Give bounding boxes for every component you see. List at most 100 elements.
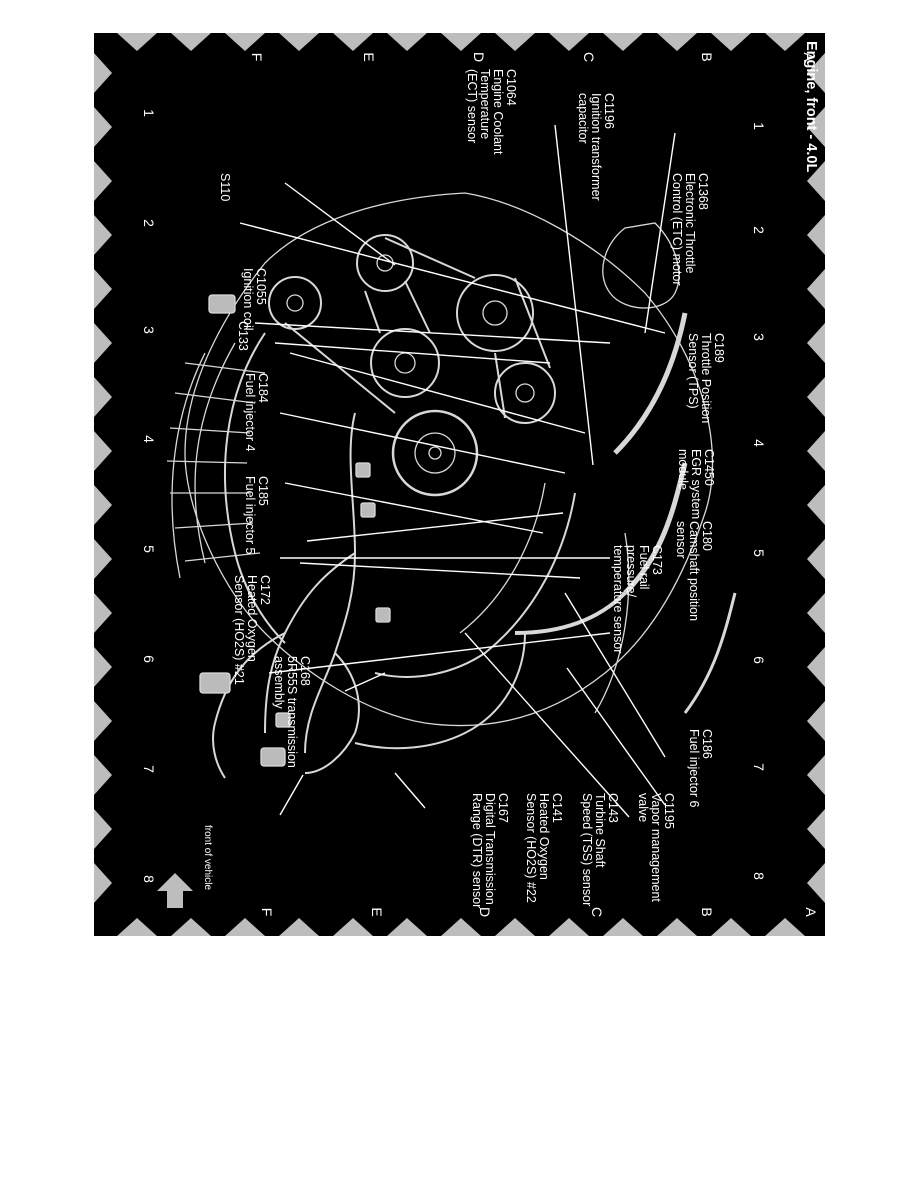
grid-row-e-right: E — [369, 907, 385, 917]
border-chevron-icon — [94, 647, 112, 687]
border-chevron-icon — [711, 33, 751, 51]
grid-column-7-top: 7 — [751, 763, 767, 771]
engine-body — [166, 192, 737, 779]
border-chevron-icon — [387, 33, 427, 51]
border-chevron-icon — [711, 918, 751, 936]
grid-row-e-left: E — [361, 52, 377, 62]
border-chevron-icon — [94, 863, 112, 903]
border-chevron-icon — [94, 161, 112, 201]
grid-row-b-left: B — [699, 52, 715, 62]
border-chevron-icon — [807, 107, 825, 147]
grid-row-f-left: F — [249, 52, 265, 62]
border-chevron-icon — [765, 33, 805, 51]
grid-row-a-right: A — [803, 907, 819, 917]
grid-column-7-bottom: 7 — [141, 765, 157, 773]
border-chevron-icon — [807, 809, 825, 849]
border-chevron-icon — [94, 593, 112, 633]
border-chevron-icon — [807, 269, 825, 309]
border-chevron-icon — [117, 918, 157, 936]
border-chevron-icon — [807, 215, 825, 255]
grid-column-6-bottom: 6 — [141, 655, 157, 663]
grid-row-d-left: D — [471, 51, 487, 63]
grid-row-b-right: B — [699, 907, 715, 917]
grid-column-3-top: 3 — [751, 333, 767, 341]
border-chevron-icon — [807, 755, 825, 795]
border-chevron-icon — [94, 53, 112, 93]
diagram-frame: Engine, front - 4.0L 1 2 3 4 5 6 7 8 1 2… — [94, 33, 825, 936]
grid-column-3-bottom: 3 — [141, 326, 157, 334]
grid-column-8-bottom: 8 — [141, 875, 157, 883]
border-chevron-icon — [94, 107, 112, 147]
engine-illustration — [94, 33, 825, 936]
grid-row-f-right: F — [259, 907, 275, 917]
front-of-vehicle-label: front of vehicle — [202, 825, 213, 891]
leader-lines — [239, 124, 676, 818]
border-chevron-icon — [225, 33, 265, 51]
border-chevron-icon — [279, 918, 319, 936]
grid-column-2-top: 2 — [751, 226, 767, 234]
border-chevron-icon — [171, 33, 211, 51]
border-chevron-icon — [225, 918, 265, 936]
border-chevron-icon — [279, 33, 319, 51]
grid-column-8-top: 8 — [751, 872, 767, 880]
border-chevron-icon — [94, 215, 112, 255]
diagram-canvas: Engine, front - 4.0L 1 2 3 4 5 6 7 8 1 2… — [94, 33, 825, 936]
border-chevron-icon — [333, 918, 373, 936]
border-chevron-icon — [657, 918, 697, 936]
border-chevron-icon — [94, 485, 112, 525]
border-chevron-icon — [94, 323, 112, 363]
border-chevron-icon — [807, 647, 825, 687]
border-chevron-icon — [807, 485, 825, 525]
border-chevron-icon — [807, 53, 825, 93]
border-chevron-icon — [807, 431, 825, 471]
border-chevron-icon — [333, 33, 373, 51]
border-chevron-icon — [549, 33, 589, 51]
grid-row-c-left: C — [581, 51, 597, 63]
border-chevron-icon — [495, 918, 535, 936]
border-chevron-icon — [807, 161, 825, 201]
border-chevron-icon — [603, 33, 643, 51]
border-chevron-icon — [495, 33, 535, 51]
grid-border-markers — [94, 33, 825, 936]
border-chevron-icon — [94, 539, 112, 579]
grid-row-a-left: A — [801, 52, 817, 62]
border-chevron-icon — [94, 431, 112, 471]
grid-column-1-bottom: 1 — [141, 109, 157, 117]
border-chevron-icon — [807, 701, 825, 741]
border-chevron-icon — [94, 755, 112, 795]
border-chevron-icon — [807, 593, 825, 633]
grid-column-4-top: 4 — [751, 439, 767, 447]
border-chevron-icon — [117, 33, 157, 51]
grid-column-5-top: 5 — [751, 549, 767, 557]
border-chevron-icon — [549, 918, 589, 936]
border-chevron-icon — [94, 809, 112, 849]
front-of-vehicle-arrow-icon — [157, 873, 193, 908]
border-chevron-icon — [94, 377, 112, 417]
border-chevron-icon — [441, 918, 481, 936]
border-chevron-icon — [387, 918, 427, 936]
label-c133: C133 — [236, 321, 250, 351]
grid-column-2-bottom: 2 — [141, 219, 157, 227]
label-s110: S110 — [218, 173, 232, 202]
border-chevron-icon — [603, 918, 643, 936]
border-chevron-icon — [807, 539, 825, 579]
border-chevron-icon — [807, 323, 825, 363]
border-chevron-icon — [807, 863, 825, 903]
border-chevron-icon — [171, 918, 211, 936]
border-chevron-icon — [94, 701, 112, 741]
grid-column-1-top: 1 — [751, 122, 767, 130]
border-chevron-icon — [765, 918, 805, 936]
border-chevron-icon — [94, 269, 112, 309]
border-chevron-icon — [441, 33, 481, 51]
grid-column-6-top: 6 — [751, 656, 767, 664]
border-chevron-icon — [657, 33, 697, 51]
